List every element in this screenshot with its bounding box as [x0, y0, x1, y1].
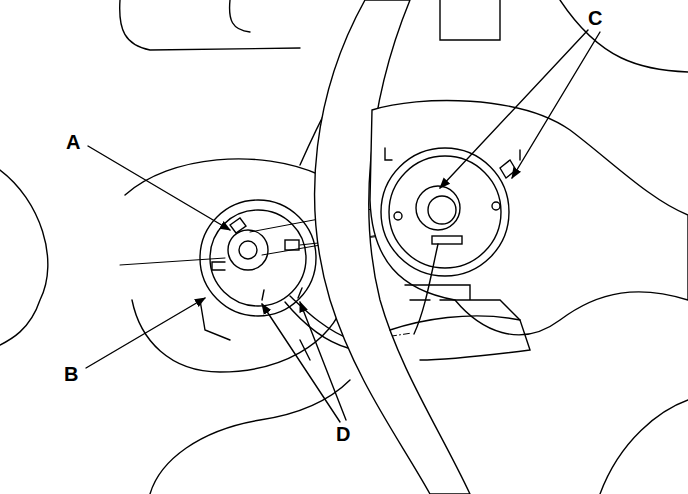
dash-line	[120, 0, 300, 50]
part-letter: C	[588, 8, 602, 28]
wheel-spoke	[370, 100, 688, 334]
steering-shaft	[428, 196, 456, 224]
part-letter: D	[336, 424, 350, 444]
hub-wire	[414, 244, 438, 334]
dash-line	[600, 400, 688, 494]
part-letter: A	[66, 132, 80, 152]
reel-pin	[262, 288, 302, 300]
dash-line	[440, 0, 500, 40]
hub-connector	[432, 236, 462, 244]
alignment-line	[120, 258, 225, 265]
hub-hole	[394, 212, 402, 220]
hub-plate	[381, 148, 509, 276]
cable-reel-hub	[228, 230, 268, 270]
cable-reel	[200, 200, 316, 316]
leader-line	[262, 304, 340, 422]
dash-line	[0, 170, 48, 345]
leader-line	[300, 302, 346, 420]
reel-connector	[285, 240, 299, 250]
steering-shaft	[416, 186, 460, 230]
cable-reel-hub	[239, 241, 257, 259]
dash-line	[150, 380, 350, 494]
leader-line	[88, 146, 230, 230]
leader-line	[86, 298, 205, 368]
hub-hole	[492, 202, 500, 210]
dash-line	[230, 0, 250, 32]
reel-tab	[230, 218, 246, 233]
reel-tab	[212, 262, 225, 270]
hub-plate	[389, 156, 501, 268]
leader-line	[512, 32, 600, 178]
part-letter: B	[64, 364, 78, 384]
leader-line	[440, 30, 588, 188]
dash-line	[560, 0, 688, 72]
wheel-spoke	[390, 316, 530, 360]
hub-tab	[385, 148, 520, 178]
switch-bracket	[405, 285, 520, 320]
